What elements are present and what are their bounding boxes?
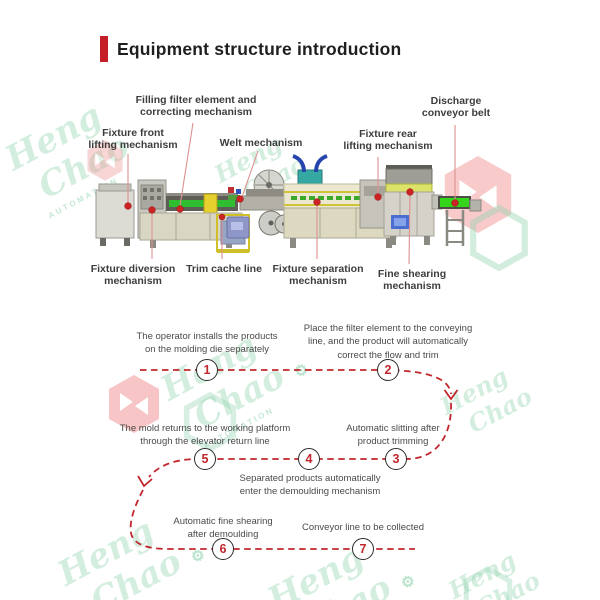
anchor-dot — [374, 193, 382, 201]
anchor-dot — [218, 213, 226, 221]
step-text-2: Place the filter element to the conveyin… — [303, 323, 473, 361]
label-welt: Welt mechanism — [219, 137, 303, 149]
label-filling-filter: Filling filter element and correcting me… — [135, 94, 257, 119]
anchor-dot — [313, 198, 321, 206]
anchor-dot — [406, 188, 414, 196]
anchor-dot — [451, 199, 459, 207]
flow-step-circle-7: 7 — [352, 538, 374, 560]
step-text-5: The mold returns to the working platform… — [119, 423, 291, 448]
label-fixture-rear: Fixture rear lifting mechanism — [343, 128, 433, 153]
label-fine-shearing: Fine shearing mechanism — [377, 268, 447, 293]
step-text-6: Automatic fine shearing after demoulding — [173, 516, 273, 541]
label-fixture-front: Fixture front lifting mechanism — [88, 127, 178, 152]
flow-step-circle-4: 4 — [298, 448, 320, 470]
flow-step-circle-3: 3 — [385, 448, 407, 470]
label-fixture-diversion: Fixture diversion mechanism — [90, 263, 176, 288]
machine-illustration — [95, 154, 482, 253]
flow-arrow-icon — [443, 389, 459, 401]
label-discharge: Discharge conveyor belt — [421, 95, 491, 120]
anchor-dots — [124, 188, 459, 221]
step-text-7: Conveyor line to be collected — [302, 522, 424, 533]
anchor-dot — [148, 206, 156, 214]
flow-step-circle-5: 5 — [194, 448, 216, 470]
label-leader-lines — [127, 122, 456, 265]
page-title: Equipment structure introduction — [100, 36, 401, 62]
anchor-dot — [236, 195, 244, 203]
label-trim-cache: Trim cache line — [186, 263, 262, 275]
step-text-1: The operator installs the products on th… — [136, 331, 278, 356]
anchor-dot — [176, 205, 184, 213]
flow-step-circle-2: 2 — [377, 359, 399, 381]
flow-step-circle-1: 1 — [196, 359, 218, 381]
title-accent-bar — [100, 36, 108, 62]
page-title-text: Equipment structure introduction — [117, 38, 402, 59]
flow-arrow-icon — [137, 475, 153, 488]
flow-step-circle-6: 6 — [212, 538, 234, 560]
label-fixture-separation: Fixture separation mechanism — [272, 263, 364, 288]
anchor-dot — [124, 202, 132, 210]
step-text-3: Automatic slitting after product trimmin… — [346, 423, 440, 448]
step-text-4: Separated products automatically enter t… — [239, 473, 381, 498]
